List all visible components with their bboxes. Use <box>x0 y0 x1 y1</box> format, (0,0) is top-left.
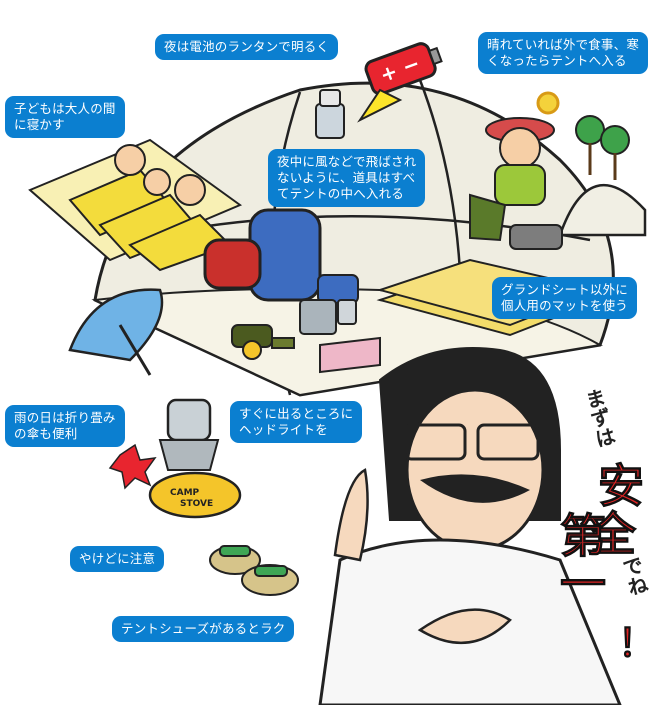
tent-stove <box>299 299 381 374</box>
sleeping-adult <box>114 144 146 176</box>
slogan-exclaim: ！ <box>617 621 657 666</box>
tent-shoes <box>209 545 299 596</box>
slogan-char-1: 安 <box>598 459 645 514</box>
callout-burn: やけどに注意 <box>70 546 165 572</box>
sun-icon <box>536 91 560 115</box>
camper-eating <box>469 117 563 250</box>
trees <box>575 115 630 180</box>
stove-label-line2: STOVE <box>180 499 213 509</box>
slogan-char-2: 全 <box>590 507 637 562</box>
callout-headlight: すぐに出るところに ヘッドライトを <box>230 401 363 443</box>
callout-mat: グランドシート以外に 個人用のマットを使う <box>492 277 638 319</box>
callout-lantern: 夜は電池のランタンで明るく <box>155 34 339 60</box>
guide-character <box>318 347 622 705</box>
backpack <box>203 208 359 304</box>
callout-weather: 晴れていれば外で食事、寒 くなったらテントへ入る <box>478 32 649 74</box>
burn-warning-icon <box>108 443 157 490</box>
stove-label-line1: CAMP <box>170 488 200 498</box>
callout-umbrella: 雨の日は折り畳み の傘も便利 <box>5 405 125 447</box>
battery-speech-tail <box>357 88 403 123</box>
battery: + − <box>364 42 443 96</box>
headlight <box>231 324 295 360</box>
camp-stove: CAMP STOVE <box>148 398 242 519</box>
callout-wind: 夜中に風などで飛ばされ ないように、道具はすべ てテントの中へ入れる <box>268 149 426 207</box>
lantern <box>315 89 345 139</box>
slogan-char-3: 第 <box>560 509 607 564</box>
sleeping-child <box>143 168 171 196</box>
callout-children: 子どもは大人の間 に寝かす <box>5 96 125 138</box>
sleeping-adult <box>174 174 206 206</box>
small-tent <box>558 183 647 237</box>
slogan-char-4: 一 <box>560 557 607 612</box>
umbrella <box>68 288 164 376</box>
callout-shoes: テントシューズがあるとラク <box>112 616 295 642</box>
